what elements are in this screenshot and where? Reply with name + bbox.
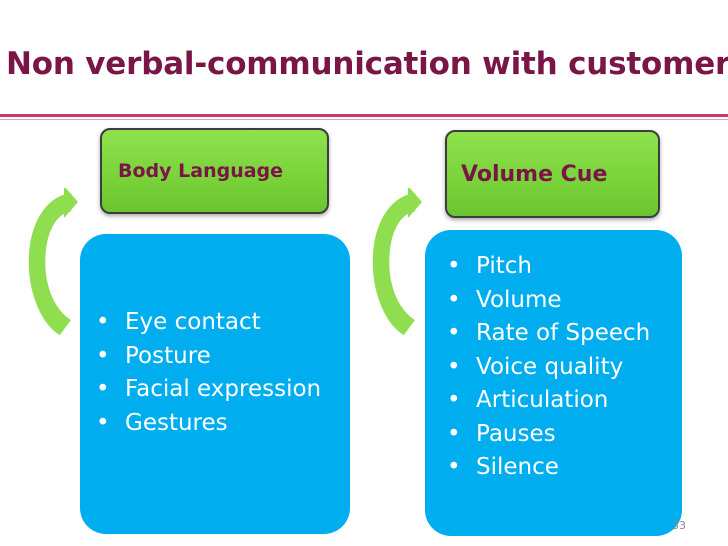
- bullet-icon: •: [447, 353, 461, 380]
- curved-arrow-icon: [27, 188, 78, 337]
- list-item: •Pitch: [445, 250, 650, 284]
- volume-cue-list: •Pitch •Volume •Rate of Speech •Voice qu…: [445, 250, 650, 485]
- list-item: •Rate of Speech: [445, 317, 650, 351]
- bullet-icon: •: [96, 409, 110, 436]
- body-language-heading: Body Language: [118, 160, 284, 182]
- bullet-icon: •: [447, 420, 461, 447]
- list-item: •Articulation: [445, 384, 650, 418]
- bullet-icon: •: [96, 376, 110, 402]
- bullet-icon: •: [447, 387, 461, 413]
- list-item: •Voice quality: [445, 351, 650, 385]
- volume-cue-heading: Volume Cue: [461, 161, 608, 187]
- list-item: •Pauses: [445, 418, 650, 452]
- curved-arrow-icon: [371, 188, 422, 337]
- list-item: •Eye contact: [94, 306, 321, 340]
- bullet-icon: •: [447, 253, 461, 279]
- page-number: 33: [672, 519, 686, 532]
- slide-title: Non verbal-communication with customers: [6, 46, 728, 82]
- bullet-icon: •: [447, 454, 461, 480]
- bullet-icon: •: [96, 342, 110, 369]
- title-divider-thin: [0, 119, 728, 120]
- body-language-list: •Eye contact •Posture •Facial expression…: [94, 306, 321, 440]
- list-item: •Gestures: [94, 407, 321, 441]
- list-item: •Posture: [94, 340, 321, 374]
- volume-cue-header: Volume Cue: [445, 130, 660, 218]
- title-divider: [0, 114, 728, 117]
- bullet-icon: •: [447, 286, 461, 313]
- body-language-header: Body Language: [100, 128, 329, 214]
- list-item: •Volume: [445, 284, 650, 318]
- list-item: •Facial expression: [94, 373, 321, 407]
- volume-cue-panel: •Pitch •Volume •Rate of Speech •Voice qu…: [425, 230, 682, 536]
- bullet-icon: •: [96, 309, 110, 335]
- list-item: •Silence: [445, 451, 650, 485]
- body-language-panel: •Eye contact •Posture •Facial expression…: [80, 234, 350, 534]
- bullet-icon: •: [447, 320, 461, 346]
